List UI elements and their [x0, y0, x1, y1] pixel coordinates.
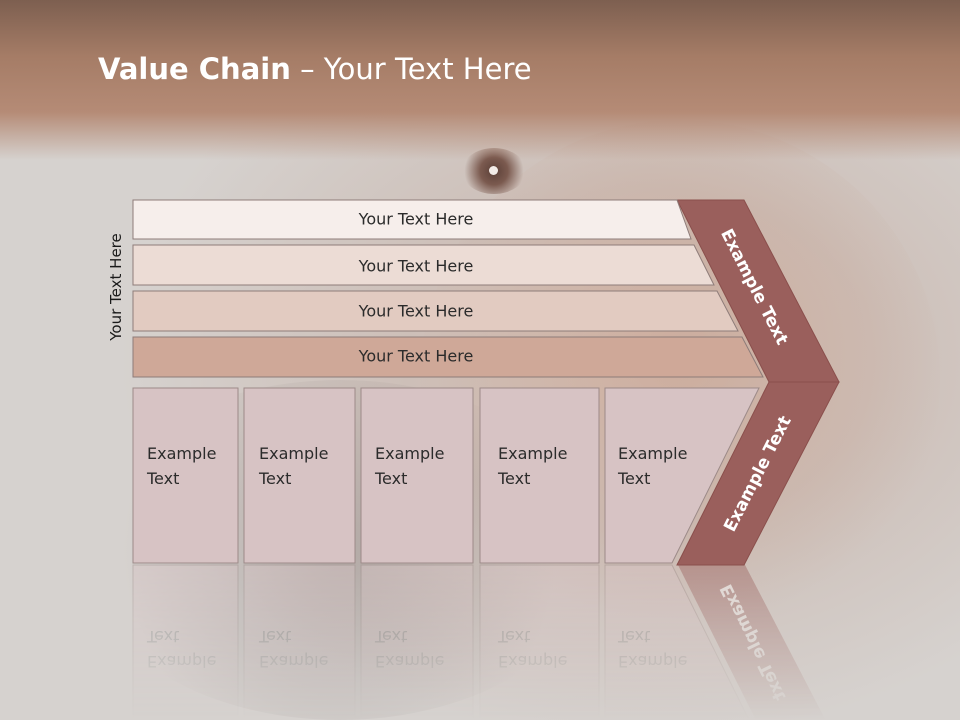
- box-4[interactable]: [479, 387, 600, 564]
- box-2-line2: Text: [258, 469, 291, 488]
- box-item[interactable]: Example Text: [243, 387, 356, 564]
- reflection-text: Text: [617, 627, 650, 646]
- bar-1-label: Your Text Here: [358, 210, 474, 229]
- box-4-line1: Example: [498, 444, 567, 463]
- title-rest: – Your Text Here: [290, 52, 532, 86]
- bar-row[interactable]: Your Text Here: [132, 244, 715, 286]
- reflection-text: Example: [498, 652, 567, 671]
- bar-row[interactable]: Your Text Here: [132, 290, 739, 332]
- box-1-line1: Example: [147, 444, 216, 463]
- box-item[interactable]: Example Text: [479, 387, 600, 564]
- box-item[interactable]: Example Text: [604, 387, 760, 564]
- reflection-text: Text: [497, 627, 530, 646]
- box-3-line2: Text: [374, 469, 407, 488]
- reflection-group: Example Text Example Text Example Text E…: [132, 563, 826, 720]
- box-1[interactable]: [132, 387, 239, 564]
- box-3[interactable]: [360, 387, 474, 564]
- reflection-text: Text: [374, 627, 407, 646]
- box-item[interactable]: Example Text: [360, 387, 474, 564]
- bar-2[interactable]: [132, 244, 715, 286]
- slide-title[interactable]: Value Chain – Your Text Here: [98, 52, 532, 86]
- header-band: [0, 0, 960, 160]
- bar-4-label: Your Text Here: [358, 347, 474, 366]
- bar-2-label: Your Text Here: [358, 257, 474, 276]
- bar-row[interactable]: Your Text Here: [132, 336, 764, 378]
- reflection-text: Text: [146, 627, 179, 646]
- reflection-text: Example: [147, 652, 216, 671]
- box-2[interactable]: [243, 387, 356, 564]
- box-5-line2: Text: [617, 469, 650, 488]
- background-eye-highlight: [489, 166, 498, 175]
- box-1-line2: Text: [146, 469, 179, 488]
- reflection-text: Example: [259, 652, 328, 671]
- reflection-text: Text: [258, 627, 291, 646]
- box-3-line1: Example: [375, 444, 444, 463]
- box-4-line2: Text: [497, 469, 530, 488]
- reflection-text: Example: [375, 652, 444, 671]
- reflection-text: Example: [618, 652, 687, 671]
- bar-row[interactable]: Your Text Here: [132, 199, 692, 240]
- title-bold: Value Chain: [98, 52, 291, 86]
- bar-4[interactable]: [132, 336, 764, 378]
- chevron-lower[interactable]: [676, 381, 840, 566]
- bar-1[interactable]: [132, 199, 692, 240]
- bar-3-label: Your Text Here: [358, 302, 474, 321]
- box-2-line1: Example: [259, 444, 328, 463]
- box-item[interactable]: Example Text: [132, 387, 239, 564]
- bar-3[interactable]: [132, 290, 739, 332]
- box-5[interactable]: [604, 387, 760, 564]
- box-5-line1: Example: [618, 444, 687, 463]
